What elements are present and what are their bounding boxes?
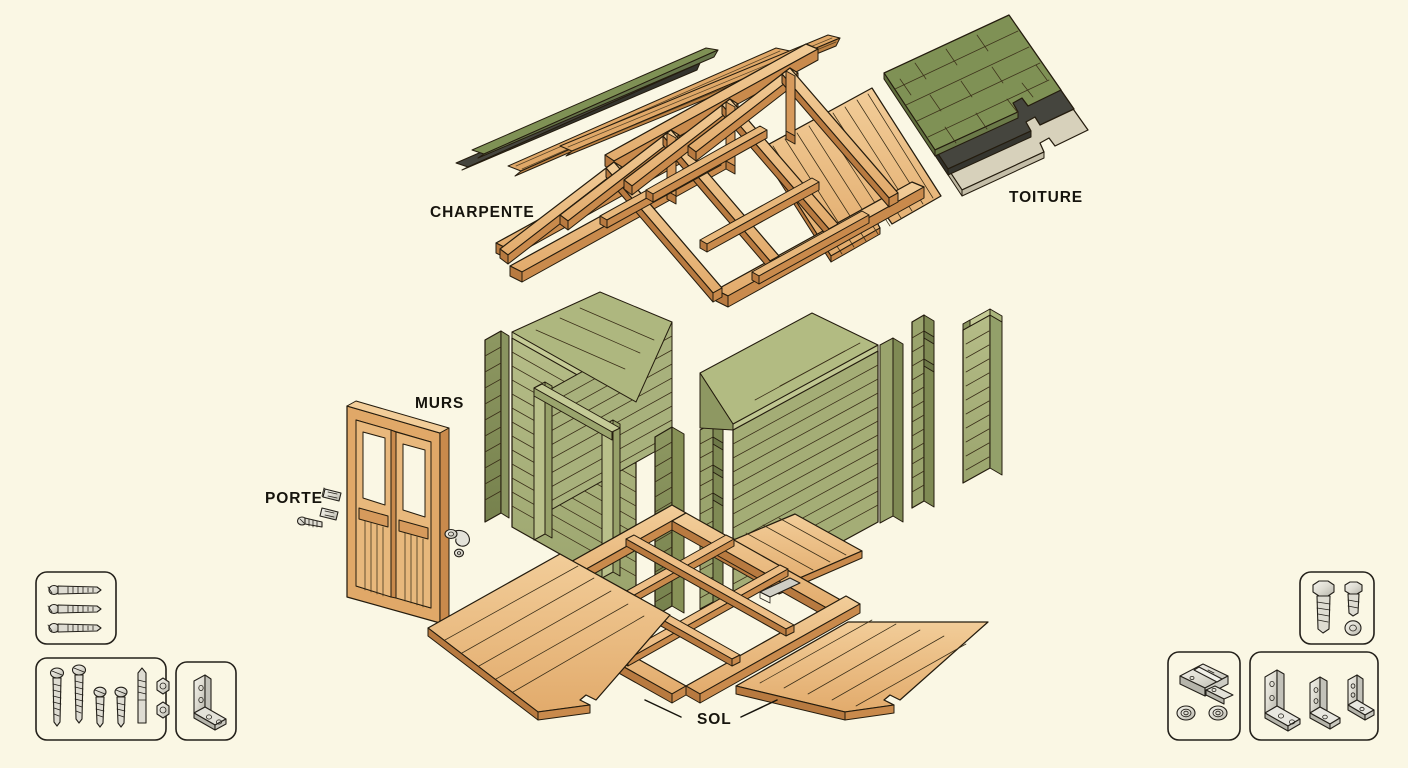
- screw-horizontal-3: [47, 622, 102, 634]
- door-mullion: [390, 429, 397, 599]
- angle-bracket: [193, 674, 227, 731]
- label-toiture: TOITURE: [1009, 189, 1083, 206]
- screw-long-1: [49, 667, 65, 727]
- angle-bracket-small: [1347, 674, 1375, 721]
- screw-short-2: [114, 686, 128, 728]
- leader-sol-left: [644, 699, 682, 718]
- callout-box: [1299, 571, 1375, 645]
- corner-post-left: [484, 330, 510, 523]
- angle-bracket-medium: [1309, 676, 1341, 730]
- callout-fastener-set: [35, 657, 170, 741]
- hinge-plate: [1179, 663, 1234, 705]
- callout-angle-bracket-single: [175, 661, 237, 741]
- corner-post-detached-notched: [911, 314, 935, 509]
- label-sol: SOL: [697, 711, 732, 728]
- callout-hinge-washers: [1167, 651, 1241, 741]
- roof-covering-assembly: [883, 14, 1089, 197]
- washer: [1344, 620, 1362, 636]
- door-escutcheon: [453, 548, 465, 558]
- door-screw: [296, 516, 323, 528]
- wall-gable-left: [511, 291, 673, 403]
- door-hinge-lower: [319, 507, 339, 521]
- label-murs: MURS: [415, 395, 464, 412]
- truss-4: [687, 67, 899, 208]
- angle-bracket-large: [1264, 669, 1301, 732]
- screw-horizontal-2: [47, 603, 102, 615]
- collar-tie-4: [751, 210, 870, 285]
- screw-long-2: [71, 664, 87, 724]
- washer-2: [1208, 705, 1228, 721]
- callout-bolts: [1299, 571, 1375, 645]
- floor-post-bracket: [759, 577, 801, 604]
- door-leaf-right: [395, 431, 432, 609]
- roof-shingle-layer: [883, 14, 1062, 157]
- collar-tie-3: [699, 177, 820, 253]
- wall-panel-detached-right: [962, 308, 1003, 484]
- label-charpente: CHARPENTE: [430, 204, 535, 221]
- dowel-bolt: [137, 667, 147, 724]
- deck-panel-right: [735, 619, 989, 721]
- door-handle: [444, 528, 470, 547]
- screw-horizontal-1: [47, 584, 102, 596]
- wall-panel-interior-right: [699, 372, 734, 431]
- callout-screws-horizontal: [35, 571, 117, 645]
- leader-sol-right: [740, 699, 778, 718]
- door-hinge-upper: [321, 487, 342, 502]
- hex-nut-2: [156, 701, 170, 719]
- washer-1: [1176, 705, 1196, 721]
- door-leaf-left: [355, 419, 392, 598]
- door-post-left: [533, 381, 553, 541]
- door-assembly-porte: [296, 400, 470, 624]
- corner-post-right-attached: [879, 337, 904, 524]
- hex-bolt-short: [1344, 581, 1363, 617]
- hex-nut-1: [156, 677, 170, 695]
- floor-assembly-sol: [427, 504, 989, 721]
- labels-group: CHARPENTE TOITURE MURS PORTE SOL: [265, 189, 1083, 728]
- callout-angle-brackets-three: [1249, 651, 1379, 741]
- screw-short-1: [93, 686, 107, 728]
- label-porte: PORTE: [265, 490, 323, 507]
- hex-bolt-long: [1312, 580, 1335, 634]
- collar-tie-2: [645, 125, 768, 203]
- roof-frame-charpente: [495, 43, 925, 308]
- door-header-beam: [533, 383, 621, 441]
- deck-panel-left: [427, 553, 671, 721]
